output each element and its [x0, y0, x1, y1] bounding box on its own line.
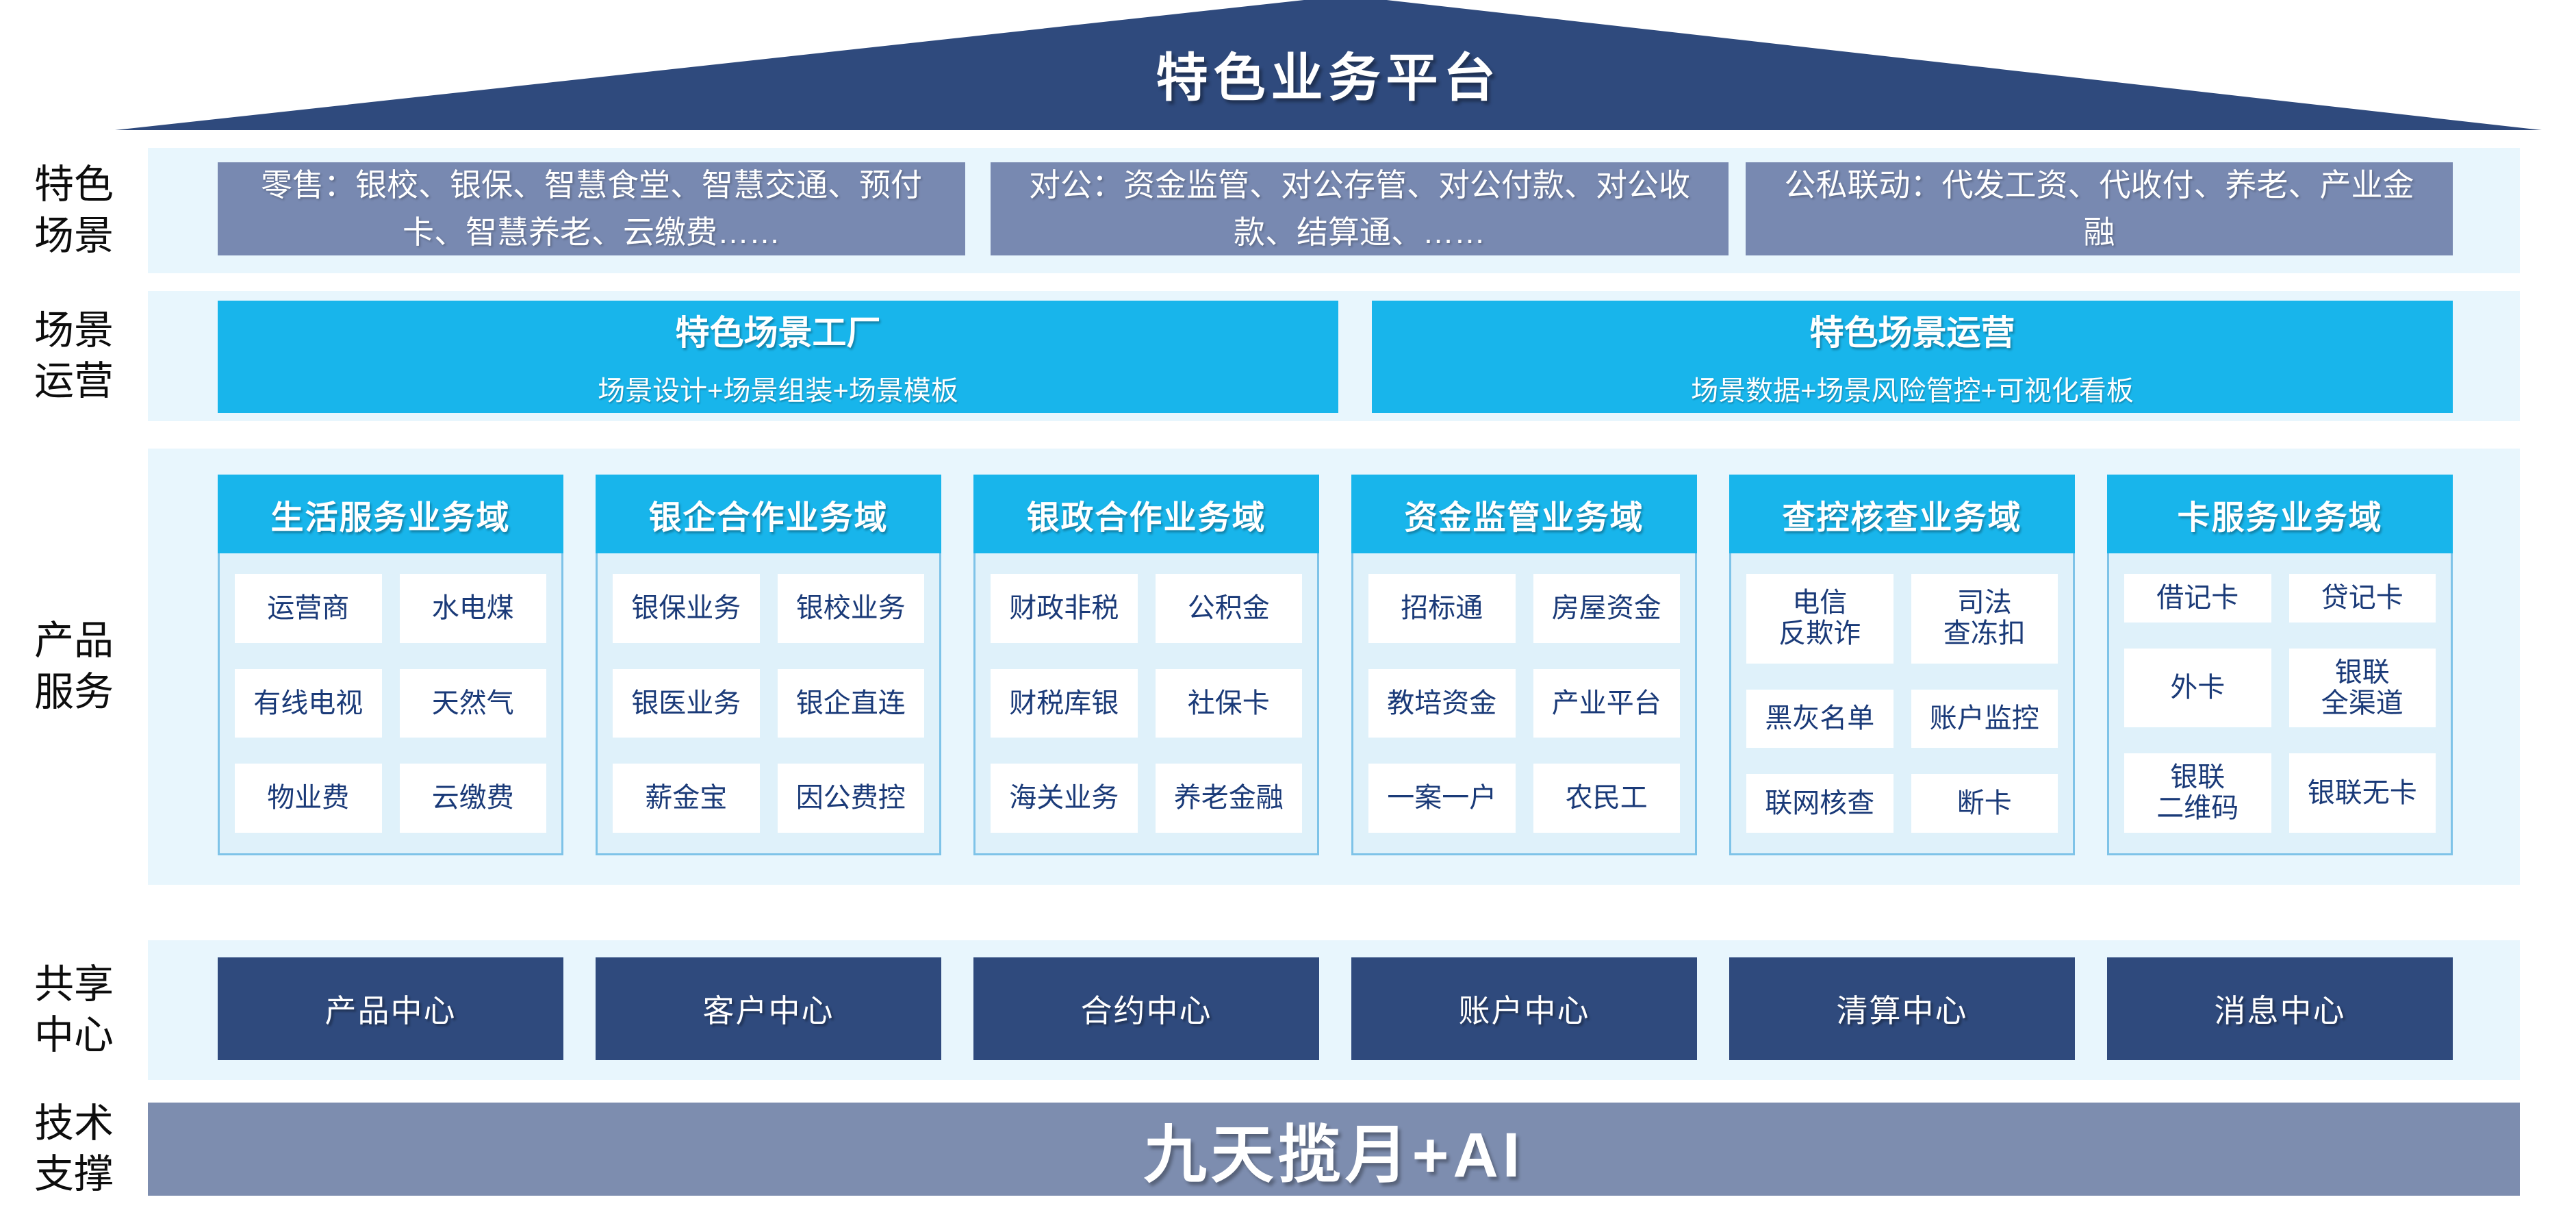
domain-header: 资金监管业务域 [1351, 475, 1697, 553]
domain-cell: 银联无卡 [2288, 753, 2436, 833]
domain-column-bank-enterprise: 银企合作业务域 银保业务 银校业务 银医业务 银企直连 薪金宝 因公费控 [596, 475, 941, 855]
domain-cell: 社保卡 [1155, 668, 1302, 738]
operation-box-title: 特色场景工厂 [675, 314, 881, 352]
domain-cell: 贷记卡 [2288, 574, 2436, 623]
domain-cell: 银企直连 [777, 668, 924, 738]
operation-box-subtitle: 场景设计+场景组装+场景模板 [598, 376, 958, 406]
side-label-products: 产品 服务 [34, 618, 114, 714]
domain-column-bank-government: 银政合作业务域 财政非税 公积金 财税库银 社保卡 海关业务 养老金融 [973, 475, 1319, 855]
domain-body: 招标通 房屋资金 教培资金 产业平台 一案一户 农民工 [1351, 553, 1697, 855]
side-label-operations: 场景 运营 [34, 307, 114, 403]
side-label-scenarios: 特色 场景 [34, 162, 114, 258]
domain-cell: 有线电视 [235, 668, 382, 738]
domain-column-inquiry-control: 查控核查业务域 电信 反欺诈 司法 查冻扣 黑灰名单 账户监控 联网核查 断卡 [1729, 475, 2075, 855]
domain-column-fund-supervision: 资金监管业务域 招标通 房屋资金 教培资金 产业平台 一案一户 农民工 [1351, 475, 1697, 855]
domain-cell: 银医业务 [613, 668, 760, 738]
domain-body: 银保业务 银校业务 银医业务 银企直连 薪金宝 因公费控 [596, 553, 941, 855]
domain-cell: 薪金宝 [613, 764, 760, 833]
domain-cell: 海关业务 [991, 764, 1138, 833]
domain-cell: 电信 反欺诈 [1746, 574, 1893, 664]
domain-cell: 断卡 [1911, 774, 2058, 833]
operation-box-title: 特色场景运营 [1809, 314, 2015, 352]
domain-cell: 教培资金 [1368, 668, 1516, 738]
page-title: 特色业务平台 [1156, 49, 1501, 108]
domain-cell: 银联 二维码 [2124, 753, 2271, 833]
shared-center-account: 账户中心 [1351, 957, 1697, 1060]
domain-header: 生活服务业务域 [218, 475, 563, 553]
domain-header: 银政合作业务域 [973, 475, 1319, 553]
domain-header: 卡服务业务域 [2107, 475, 2453, 553]
domain-cell: 黑灰名单 [1746, 689, 1893, 749]
tech-support-bar: 九天揽月+AI [148, 1103, 2520, 1196]
domain-cell: 联网核查 [1746, 774, 1893, 833]
domain-cell: 银校业务 [777, 574, 924, 643]
domain-cell: 房屋资金 [1533, 574, 1680, 643]
domain-cell: 银保业务 [613, 574, 760, 643]
scenario-box-retail: 零售：银校、银保、智慧食堂、智慧交通、预付卡、智慧养老、云缴费…… [218, 162, 965, 255]
domain-cell: 借记卡 [2124, 574, 2271, 623]
domain-column-card-services: 卡服务业务域 借记卡 贷记卡 外卡 银联 全渠道 银联 二维码 银联无卡 [2107, 475, 2453, 855]
domain-column-life-services: 生活服务业务域 运营商 水电煤 有线电视 天然气 物业费 云缴费 [218, 475, 563, 855]
domain-cell: 账户监控 [1911, 689, 2058, 749]
domain-cell: 司法 查冻扣 [1911, 574, 2058, 664]
domain-cell: 云缴费 [399, 764, 546, 833]
domain-cell: 养老金融 [1155, 764, 1302, 833]
shared-center-clearing: 清算中心 [1729, 957, 2075, 1060]
domain-body: 运营商 水电煤 有线电视 天然气 物业费 云缴费 [218, 553, 563, 855]
domain-cell: 农民工 [1533, 764, 1680, 833]
domain-body: 电信 反欺诈 司法 查冻扣 黑灰名单 账户监控 联网核查 断卡 [1729, 553, 2075, 855]
shared-center-customer: 客户中心 [596, 957, 941, 1060]
side-label-shared-centers: 共享 中心 [34, 961, 114, 1057]
domain-cell: 物业费 [235, 764, 382, 833]
shared-center-message: 消息中心 [2107, 957, 2453, 1060]
domain-cell: 财政非税 [991, 574, 1138, 643]
shared-center-contract: 合约中心 [973, 957, 1319, 1060]
domain-cell: 一案一户 [1368, 764, 1516, 833]
domain-cell: 公积金 [1155, 574, 1302, 643]
shared-center-product: 产品中心 [218, 957, 563, 1060]
domain-cell: 因公费控 [777, 764, 924, 833]
domain-cell: 财税库银 [991, 668, 1138, 738]
domain-cell: 天然气 [399, 668, 546, 738]
operation-box-subtitle: 场景数据+场景风险管控+可视化看板 [1691, 376, 2134, 406]
domain-cell: 招标通 [1368, 574, 1516, 643]
domain-header: 查控核查业务域 [1729, 475, 2075, 553]
scenario-band: 零售：银校、银保、智慧食堂、智慧交通、预付卡、智慧养老、云缴费…… 对公：资金监… [148, 148, 2520, 273]
domain-cell: 水电煤 [399, 574, 546, 643]
side-label-tech-support: 技术 支撑 [34, 1101, 114, 1196]
domain-cell: 产业平台 [1533, 668, 1680, 738]
operation-box-scene-factory: 特色场景工厂 场景设计+场景组装+场景模板 [218, 301, 1338, 413]
domain-body: 财政非税 公积金 财税库银 社保卡 海关业务 养老金融 [973, 553, 1319, 855]
domain-header: 银企合作业务域 [596, 475, 941, 553]
domain-cell: 外卡 [2124, 648, 2271, 728]
domain-cell: 银联 全渠道 [2288, 648, 2436, 728]
operation-box-scene-operation: 特色场景运营 场景数据+场景风险管控+可视化看板 [1372, 301, 2453, 413]
scenario-box-corporate: 对公：资金监管、对公存管、对公付款、对公收款、结算通、…… [991, 162, 1729, 255]
operation-band: 特色场景工厂 场景设计+场景组装+场景模板 特色场景运营 场景数据+场景风险管控… [148, 291, 2520, 421]
scenario-box-public-private: 公私联动：代发工资、代收付、养老、产业金融 [1746, 162, 2453, 255]
domain-cell: 运营商 [235, 574, 382, 643]
domain-body: 借记卡 贷记卡 外卡 银联 全渠道 银联 二维码 银联无卡 [2107, 553, 2453, 855]
product-band: 生活服务业务域 运营商 水电煤 有线电视 天然气 物业费 云缴费 银企合作业务域… [148, 449, 2520, 885]
shared-center-band: 产品中心 客户中心 合约中心 账户中心 清算中心 消息中心 [148, 940, 2520, 1080]
